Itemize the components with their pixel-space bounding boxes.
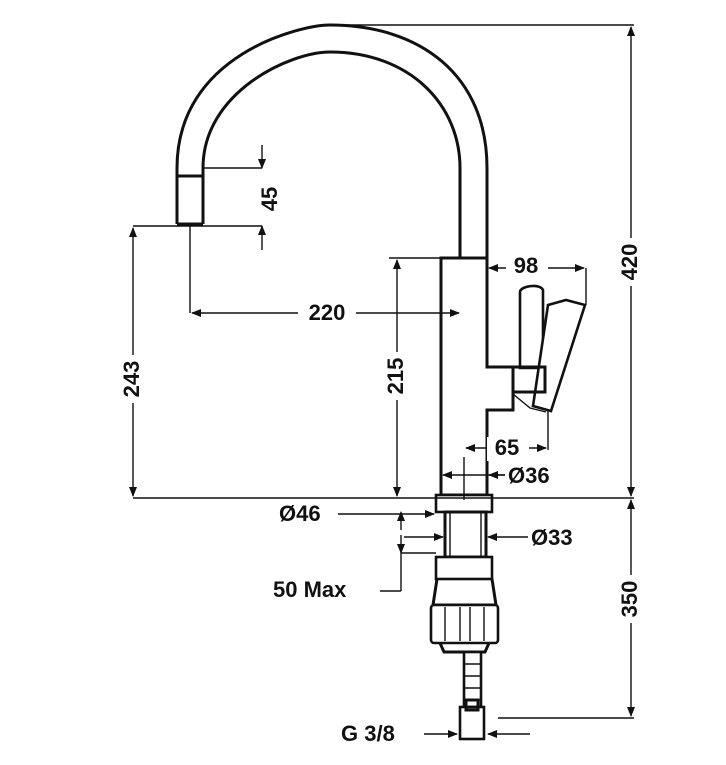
label-45-bg xyxy=(250,183,276,217)
dim-label-body-diameter: Ø36 xyxy=(508,463,550,488)
dim-label-hose-length: 350 xyxy=(617,581,642,618)
extension-lines xyxy=(133,24,634,719)
lever-hinge xyxy=(512,393,547,413)
dim-label-total-height: 420 xyxy=(617,244,642,281)
dim-label-spout-drop: 45 xyxy=(257,187,282,211)
label-350-bg xyxy=(618,575,644,623)
dimension-labels: 45 220 243 215 420 98 65 Ø36 Ø46 Ø33 50 … xyxy=(119,183,644,746)
fixing-nut xyxy=(434,555,494,581)
connector-neck xyxy=(464,698,480,712)
label-243-bg xyxy=(120,355,146,403)
label-220-bg xyxy=(298,300,356,326)
dim-label-max-thickness: 50 Max xyxy=(273,577,347,602)
label-98-bg xyxy=(506,255,548,279)
dim-label-lever-reach: 98 xyxy=(514,253,538,278)
mounting-shank xyxy=(443,510,488,559)
lever-cartridge xyxy=(513,365,547,394)
label-420-bg xyxy=(618,238,644,286)
label-65-bg xyxy=(487,437,529,461)
dim-label-body-height: 215 xyxy=(383,358,408,395)
dim-label-lever-offset: 65 xyxy=(495,435,519,460)
nut-grip xyxy=(429,603,500,645)
dim-label-hole-diameter: Ø33 xyxy=(531,525,573,550)
hose-connector xyxy=(458,705,486,741)
dim-label-connection: G 3/8 xyxy=(341,721,395,746)
spout-inner-curve xyxy=(201,50,462,258)
label-215-bg xyxy=(384,352,410,400)
dim-label-base-diameter: Ø46 xyxy=(279,501,321,526)
faucet-outline xyxy=(175,23,587,741)
nut-body xyxy=(431,578,498,607)
dim-label-spout-height: 243 xyxy=(119,361,144,398)
dim-label-spout-reach: 220 xyxy=(309,300,346,325)
nut-bottom xyxy=(438,642,491,654)
spout-outer-curve xyxy=(175,23,489,258)
